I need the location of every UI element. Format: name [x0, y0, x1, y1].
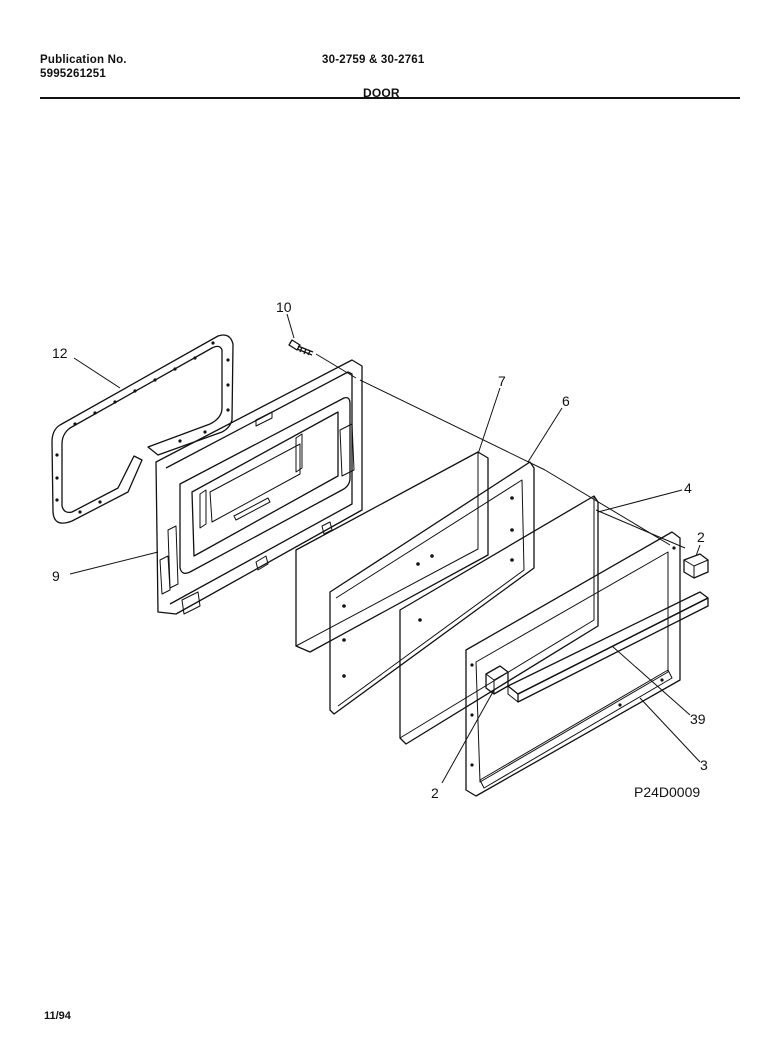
callout-screw: 10 [276, 299, 292, 315]
leader-lines [69, 313, 701, 784]
publication-number: 5995261251 [40, 68, 106, 80]
callout-liner: 9 [52, 568, 60, 584]
section-title: DOOR [363, 86, 400, 100]
header-rule [40, 97, 740, 99]
door-insulation [295, 451, 489, 653]
handle-end-cap-right [683, 553, 709, 579]
callout-insulation: 7 [498, 373, 506, 389]
callout-end-cap-left: 2 [431, 785, 439, 801]
heat-shield-panel [329, 461, 535, 715]
door-screw [288, 339, 314, 356]
door-liner [155, 359, 363, 615]
drawing-code: P24D0009 [634, 784, 700, 800]
door-handle [507, 591, 709, 703]
model-numbers: 30-2759 & 30-2761 [322, 54, 425, 66]
door-glass [399, 495, 599, 745]
callout-heat-shield: 6 [562, 393, 570, 409]
callout-trim: 3 [700, 757, 708, 773]
door-trim-frame [465, 531, 681, 797]
callout-handle: 39 [690, 711, 706, 727]
door-gasket [51, 334, 234, 524]
callout-labels: 12 10 9 7 6 4 2 39 3 2 [52, 299, 708, 801]
date-code: 11/94 [44, 1010, 71, 1022]
handle-end-cap-left [485, 665, 509, 695]
callout-glass: 4 [684, 480, 692, 496]
publication-label: Publication No. [40, 54, 127, 66]
callout-gasket: 12 [52, 345, 68, 361]
callout-end-cap-right: 2 [697, 529, 705, 545]
